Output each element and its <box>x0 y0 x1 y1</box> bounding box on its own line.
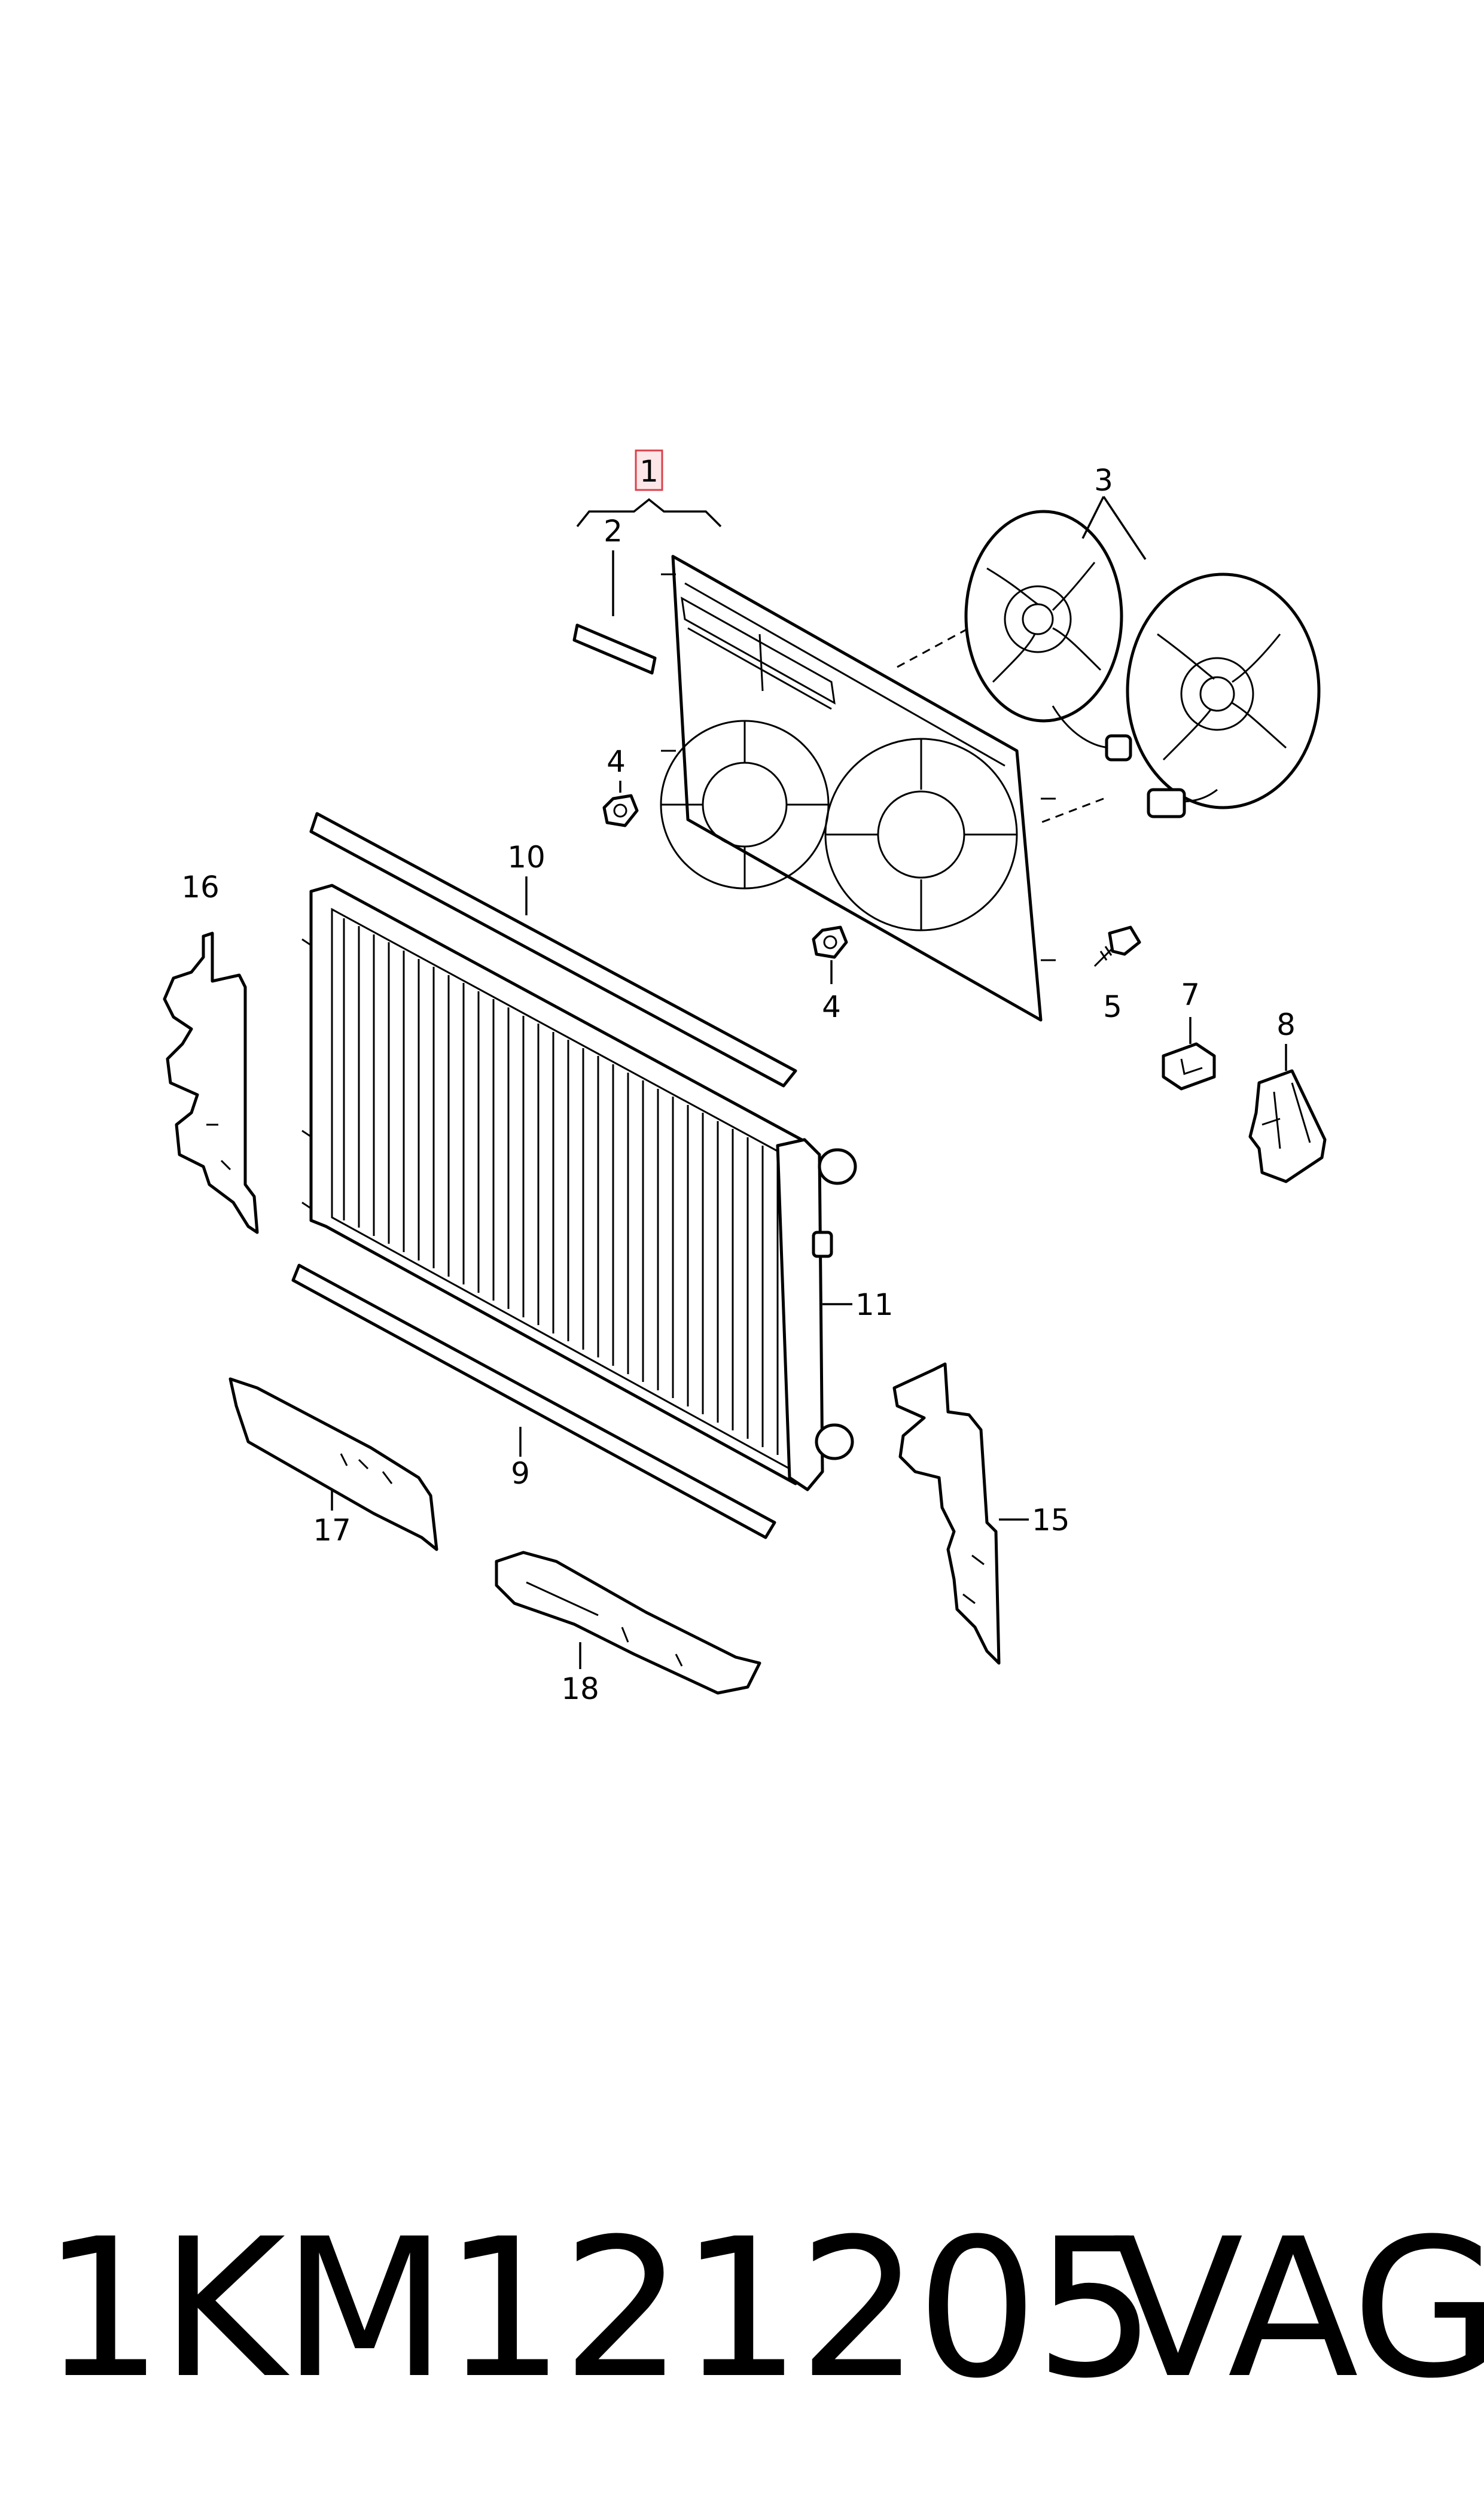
fan-left <box>964 510 1132 762</box>
brand-caption: VAG <box>1113 2198 1484 2420</box>
callout-8[interactable]: 8 <box>1276 1007 1296 1042</box>
deflector-18: 18 <box>495 1551 761 1706</box>
callout-1-group: 1 <box>576 449 722 528</box>
fan-shroud <box>660 555 1056 1022</box>
callout-16[interactable]: 16 <box>181 870 220 905</box>
air-guide-15: 15 <box>892 1362 1070 1665</box>
part-number-caption: 1KM121205 <box>42 2198 1156 2420</box>
radiator <box>301 884 857 1491</box>
callout-4-lower[interactable]: 4 <box>822 989 841 1024</box>
callout-18[interactable]: 18 <box>561 1671 599 1706</box>
callout-1-highlight <box>635 449 663 491</box>
callout-7[interactable]: 7 <box>1181 978 1200 1012</box>
radiator-bottom-seal: 9 <box>291 1263 776 1539</box>
callout-2[interactable]: 2 <box>604 514 623 549</box>
nut-lower: 4 <box>812 925 848 1024</box>
callout-11[interactable]: 11 <box>855 1287 894 1322</box>
callout-10[interactable]: 10 <box>507 840 546 875</box>
part-2-strip: 2 <box>572 514 657 675</box>
callout-5[interactable]: 5 <box>1103 989 1122 1024</box>
callout-17[interactable]: 17 <box>313 1513 351 1548</box>
callout-15[interactable]: 15 <box>1032 1503 1070 1537</box>
callout-4-upper[interactable]: 4 <box>607 744 626 779</box>
callout-9[interactable]: 9 <box>511 1456 530 1491</box>
bracket-8: 8 <box>1248 1007 1327 1183</box>
screw-5: 5 <box>1093 925 1141 1024</box>
clip-7: 7 <box>1162 978 1216 1091</box>
deflector-17: 17 <box>228 1377 438 1551</box>
callout-3[interactable]: 3 <box>1094 463 1113 498</box>
air-guide-16: 16 <box>163 870 259 1234</box>
assembly-bracket <box>576 498 722 528</box>
callout-1[interactable]: 1 <box>639 454 659 489</box>
nut-upper: 4 <box>602 744 639 827</box>
radiator-top-seal: 10 <box>309 812 797 1088</box>
fan-right <box>1126 573 1321 818</box>
callout-3-leaders <box>1081 496 1147 560</box>
